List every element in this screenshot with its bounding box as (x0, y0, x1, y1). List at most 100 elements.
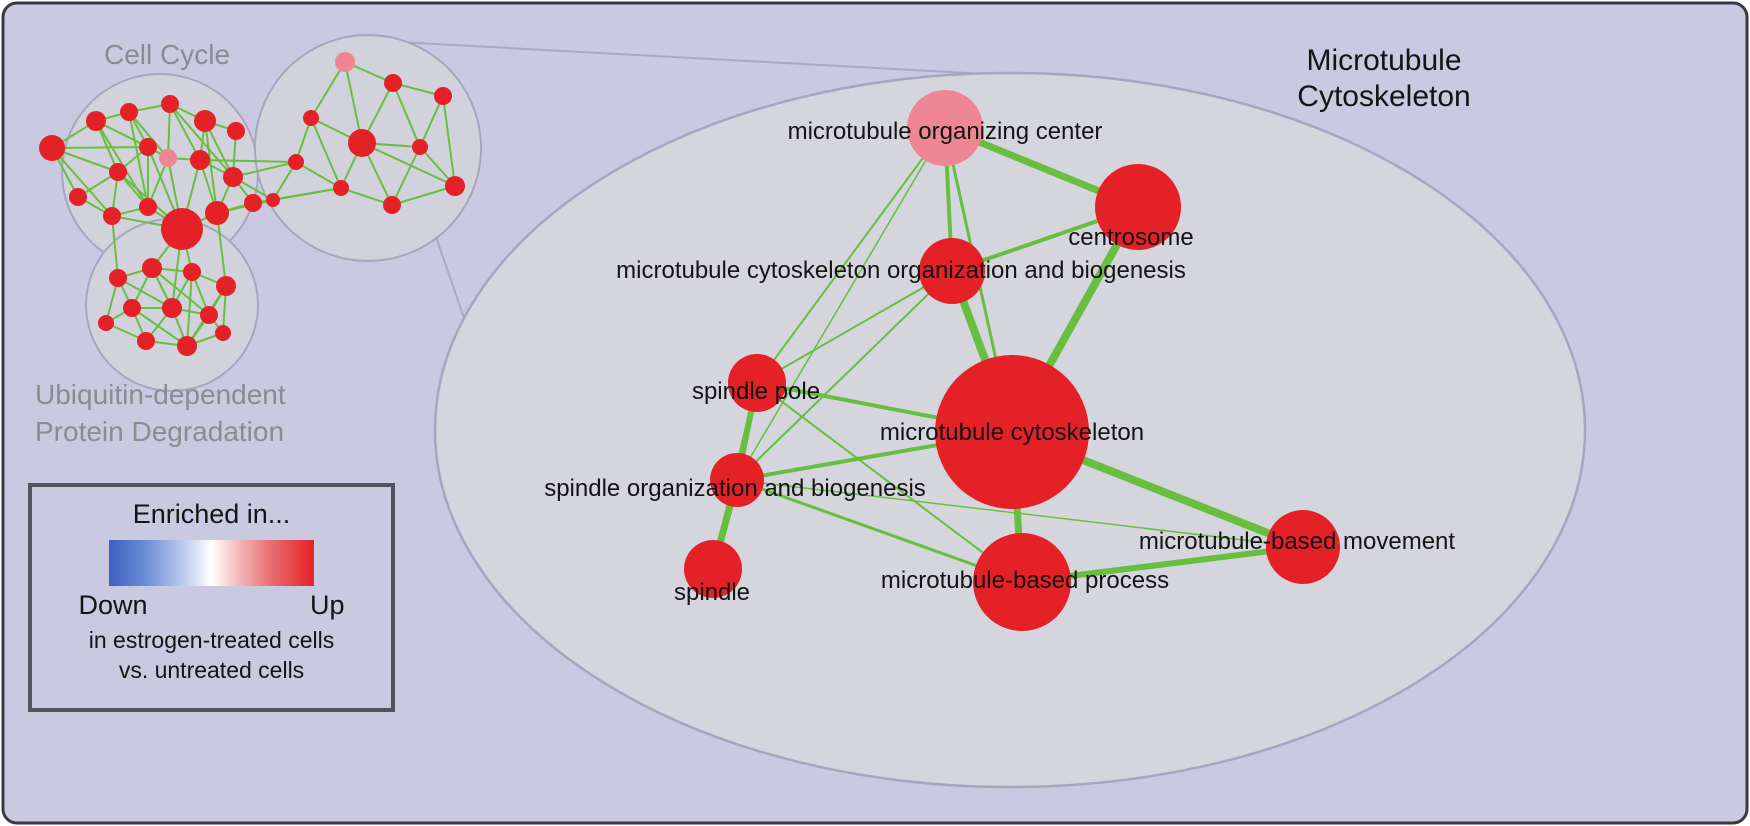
node-mt3[interactable] (434, 87, 452, 105)
node-label-mbm: microtubule-based movement (1139, 528, 1455, 555)
node-spindle[interactable] (684, 540, 742, 598)
edge-cc16-ub4 (216, 212, 227, 287)
legend: Enriched in... Down Up in estrogen-treat… (28, 483, 395, 712)
node-mt6[interactable] (412, 139, 428, 155)
edge-mt1-mt4 (310, 61, 346, 119)
node-cc14[interactable] (223, 167, 243, 187)
zoom-cone-line-top (397, 41, 1006, 76)
node-cc13[interactable] (139, 198, 157, 216)
edge-mt3-mt7 (442, 95, 456, 187)
edge-mt2-mt6 (392, 82, 421, 148)
edge-cc14-mt10 (232, 161, 297, 178)
edge-mt3-mt6 (419, 95, 444, 148)
node-ub6[interactable] (162, 298, 182, 318)
node-label-moc: microtubule organizing center (788, 118, 1103, 145)
node-cc17[interactable] (244, 194, 262, 212)
zoom-nodes (684, 90, 1340, 631)
edge-cc1-cc7 (51, 146, 149, 149)
legend-subtitle-line1: in estrogen-treated cells (88, 627, 335, 653)
node-label-centrosome: centrosome (1068, 224, 1193, 251)
edge-cc5-cc16 (204, 120, 218, 214)
node-mcob[interactable] (919, 238, 985, 304)
zoom-cluster-title-line2: Cytoskeleton (1297, 80, 1470, 113)
edge-mcob-spindle_org (736, 270, 953, 481)
node-mt5[interactable] (348, 129, 376, 157)
node-cc12[interactable] (103, 207, 121, 225)
overview-nodes (39, 52, 465, 356)
node-mt4[interactable] (303, 110, 319, 126)
edge-mt6-mt8 (391, 146, 421, 206)
node-mt9[interactable] (333, 180, 349, 196)
edge-mt9-mt10 (295, 161, 342, 189)
node-ub2[interactable] (142, 258, 162, 278)
edge-mt7-mt8 (391, 185, 456, 206)
node-mt8[interactable] (383, 196, 401, 214)
edge-cc3-cc8 (128, 111, 169, 159)
node-cc7[interactable] (139, 138, 157, 156)
overview-network (39, 52, 465, 356)
node-cc8[interactable] (159, 149, 177, 167)
edge-spindle_org-mbp (735, 478, 1024, 584)
node-mbp[interactable] (973, 533, 1071, 631)
edge-cc12-ub1 (111, 215, 119, 279)
node-ub4[interactable] (216, 276, 236, 296)
edge-ub1-ub6 (117, 277, 173, 309)
edge-mt4-mt9 (310, 117, 342, 189)
node-cc10[interactable] (109, 163, 127, 181)
legend-gradient-bar (109, 540, 314, 586)
node-cc1[interactable] (39, 135, 65, 161)
edge-spindle_pole-mbp (756, 382, 1023, 583)
node-ub9[interactable] (177, 336, 197, 356)
node-spindle_pole[interactable] (728, 354, 786, 412)
edge-ub5-ub9 (131, 307, 188, 347)
node-centrosome[interactable] (1095, 164, 1181, 250)
cell-cycle-cluster-label: Cell Cycle (104, 39, 230, 70)
node-mt1[interactable] (335, 52, 355, 72)
node-ub3[interactable] (183, 263, 201, 281)
legend-up-label: Up (309, 590, 345, 620)
node-cc11[interactable] (69, 188, 87, 206)
node-moc[interactable] (907, 90, 983, 166)
node-cc16[interactable] (205, 201, 229, 225)
legend-subtitle-line2: vs. untreated cells (118, 657, 305, 684)
node-label-mbp: microtubule-based process (881, 567, 1169, 594)
node-cc9[interactable] (190, 150, 210, 170)
node-cc6[interactable] (227, 122, 245, 140)
node-mt11[interactable] (266, 193, 280, 207)
edge-moc-spindle_org (736, 127, 946, 481)
node-ub10[interactable] (215, 325, 231, 341)
node-mt10[interactable] (288, 154, 304, 170)
ubiquitin-cluster-label-line1: Ubiquitin-dependent (35, 379, 286, 410)
node-cc3[interactable] (120, 103, 138, 121)
node-mbm[interactable] (1266, 510, 1340, 584)
node-cc4[interactable] (161, 95, 179, 113)
edge-cc3-cc13 (128, 111, 149, 208)
node-label-mc: microtubule cytoskeleton (880, 419, 1144, 446)
node-label-spindle_pole: spindle pole (692, 378, 820, 405)
node-cc15[interactable] (161, 208, 203, 250)
edge-mt5-mt7 (361, 142, 456, 187)
zoom-node-labels: microtubule organizing center centrosome m… (544, 118, 1455, 606)
node-cc2[interactable] (86, 111, 106, 131)
edge-ub3-ub9 (186, 271, 193, 347)
node-mc[interactable] (935, 355, 1089, 509)
node-ub7[interactable] (200, 306, 218, 324)
ubiquitin-cluster-label-line2: Protein Degradation (35, 416, 284, 447)
edge-mcob-spindle_pole (756, 270, 953, 384)
node-label-spindle: spindle (674, 579, 750, 606)
legend-down-label: Down (78, 590, 148, 620)
node-mt2[interactable] (384, 74, 402, 92)
node-ub8[interactable] (137, 332, 155, 350)
node-cc5[interactable] (194, 110, 216, 132)
node-label-spindle_org: spindle organization and biogenesis (544, 475, 926, 502)
node-spindle_org[interactable] (710, 453, 764, 507)
node-mt7[interactable] (445, 176, 465, 196)
node-ub1[interactable] (109, 269, 127, 287)
edge-cc1-cc12 (51, 147, 113, 217)
node-ub5[interactable] (123, 299, 141, 317)
edge-cc9-mt10 (199, 159, 297, 163)
node-ub11[interactable] (98, 315, 114, 331)
edge-cc4-cc9 (169, 103, 201, 161)
